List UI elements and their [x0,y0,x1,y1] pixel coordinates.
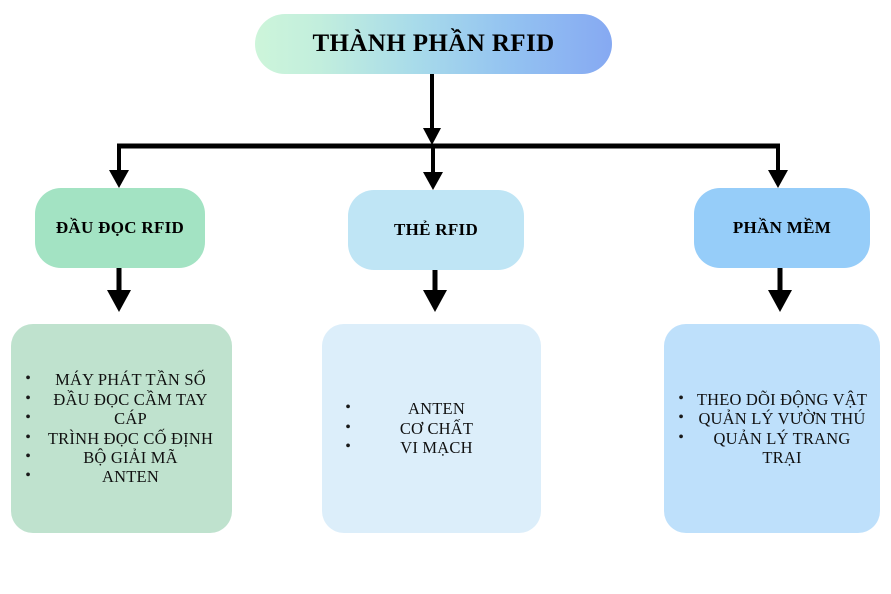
bullet-icon: • [345,399,351,417]
list-item-label: MÁY PHÁT TẦN SỐ [55,370,206,390]
list-item-label: QUẢN LÝ VƯỜN THÚ [698,409,866,429]
list-item: • CƠ CHẤT [326,419,537,438]
list-item: • MÁY PHÁT TẦN SỐ [15,370,228,389]
list-item-label: BỘ GIẢI MÃ [83,447,178,467]
list-item-label: TRÌNH ĐỌC CỐ ĐỊNH [47,428,214,448]
bullet-icon: • [345,418,351,436]
connector-drop-right-arrowhead [768,170,788,188]
list-item: • CÁP [15,409,228,428]
list-item: • BỘ GIẢI MÃ [15,448,228,467]
bullet-icon: • [25,370,31,388]
list-item-label: ANTEN [102,467,159,487]
bullet-icon: • [678,389,684,407]
list-item-label: THEO DÕI ĐỘNG VẬT [696,389,868,409]
list-item: • THEO DÕI ĐỘNG VẬT [668,390,876,409]
diagram-title-node[interactable]: THÀNH PHẦN RFID [255,14,612,74]
connector-drop-left-arrowhead [109,170,129,188]
list-item: • ANTEN [326,399,537,418]
bullet-icon: • [345,438,351,456]
connector-drop-middle-arrowhead [423,172,443,190]
bullet-icon: • [678,409,684,427]
bullet-icon: • [25,428,31,446]
category-node-tag[interactable]: THẺ RFID [348,190,524,270]
category-node-reader[interactable]: ĐẦU ĐỌC RFID [35,188,205,268]
list-node-tag[interactable]: • ANTEN • CƠ CHẤT • VI MẠCH [322,324,541,533]
list-item: • TRÌNH ĐỌC CỐ ĐỊNH [15,429,228,448]
bullet-icon: • [25,447,31,465]
list-node-reader[interactable]: • MÁY PHÁT TẦN SỐ • ĐẦU ĐỌC CẦM TAY • CÁ… [11,324,232,533]
list-item-label: CÁP [114,409,147,429]
list-item-label: VI MẠCH [400,438,473,458]
bullet-icon: • [25,467,31,485]
list-item-label: QUẢN LÝ TRANG TRẠI [713,428,851,467]
category-label: PHẦN MỀM [732,218,832,237]
list-item-label: CƠ CHẤT [399,418,474,438]
list-node-software[interactable]: • THEO DÕI ĐỘNG VẬT • QUẢN LÝ VƯỜN THÚ •… [664,324,880,533]
connector-trunk-arrowhead [423,128,441,145]
connector-category-to-list-right-arrowhead [768,290,792,312]
connector-category-to-list-middle-arrowhead [423,290,447,312]
bullet-icon: • [25,409,31,427]
page-title: THÀNH PHẦN RFID [312,30,555,57]
category-label: THẺ RFID [393,220,479,239]
list-item: • VI MẠCH [326,438,537,457]
list-item-label: ANTEN [408,399,465,419]
bullet-icon: • [25,389,31,407]
list-item: • QUẢN LÝ TRANG TRẠI [668,429,876,468]
list-item: • ĐẦU ĐỌC CẦM TAY [15,390,228,409]
category-label: ĐẦU ĐỌC RFID [55,218,185,237]
connector-category-to-list-left-arrowhead [107,290,131,312]
list-item: • ANTEN [15,467,228,486]
category-node-software[interactable]: PHẦN MỀM [694,188,870,268]
list-item: • QUẢN LÝ VƯỜN THÚ [668,409,876,428]
bullet-icon: • [678,428,684,446]
list-item-label: ĐẦU ĐỌC CẦM TAY [53,389,208,409]
